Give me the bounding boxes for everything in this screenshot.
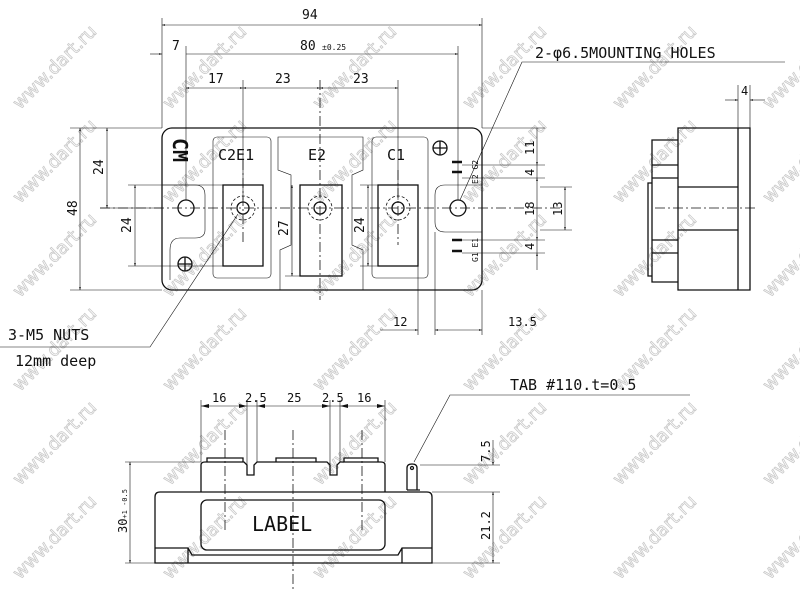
watermark-text: www.dart.ru xyxy=(759,209,800,301)
dim-16: 16 xyxy=(357,391,371,405)
watermark-text: www.dart.ru xyxy=(459,491,551,583)
callout-text: TAB #110.t=0.5 xyxy=(510,376,636,394)
watermark-text: www.dart.ru xyxy=(609,491,701,583)
dim-4: 4 xyxy=(741,84,748,98)
tab-callout: TAB #110.t=0.5 xyxy=(413,376,690,463)
dim-17: 17 xyxy=(208,72,224,87)
dim-23: 23 xyxy=(353,72,369,87)
watermark-text: www.dart.ru xyxy=(9,115,101,207)
watermark-text: www.dart.ru xyxy=(9,21,101,113)
dim-7-5: 7.5 xyxy=(479,440,493,462)
dim-30: 30+1 -0.5 xyxy=(116,489,130,533)
watermark-text: www.dart.ru xyxy=(759,115,800,207)
dim-2-5: 2.5 xyxy=(322,391,344,405)
label-text: LABEL xyxy=(252,512,312,536)
watermark-text: www.dart.ru xyxy=(159,397,251,489)
watermark-text: www.dart.ru xyxy=(759,397,800,489)
watermark-text: www.dart.ru xyxy=(459,397,551,489)
dim-18: 18 xyxy=(523,202,537,216)
watermark-text: www.dart.ru xyxy=(609,209,701,301)
terminal-nut xyxy=(307,195,333,221)
watermark-text: www.dart.ru xyxy=(309,303,401,395)
dim-21-2: 21.2 xyxy=(479,511,493,540)
dim-2-5: 2.5 xyxy=(245,391,267,405)
callout-text: 12mm deep xyxy=(15,352,96,370)
callout-text: 3-M5 NUTS xyxy=(8,326,89,344)
callout-text: 2-φ6.5MOUNTING HOLES xyxy=(535,44,716,62)
watermark-text: www.dart.ru xyxy=(309,21,401,113)
watermark-text: www.dart.ru xyxy=(609,115,701,207)
mounting-holes-callout: 2-φ6.5MOUNTING HOLES xyxy=(459,44,785,201)
nuts-callout: 3-M5 NUTS 12mm deep xyxy=(0,213,239,370)
watermark-text: www.dart.ru xyxy=(759,303,800,395)
pin-label: G1 E1 xyxy=(471,238,480,262)
dim-23: 23 xyxy=(275,72,291,87)
watermark-text: www.dart.ru xyxy=(309,491,401,583)
watermark-text: www.dart.ru xyxy=(609,397,701,489)
screw-icon xyxy=(177,256,193,272)
dim-16: 16 xyxy=(212,391,226,405)
dim-25: 25 xyxy=(287,391,301,405)
dim-24: 24 xyxy=(120,217,135,233)
watermark-text: www.dart.ru xyxy=(759,21,800,113)
dim-13-5: 13.5 xyxy=(508,315,537,329)
screw-icon xyxy=(432,140,448,156)
terminal-label: E2 xyxy=(308,146,326,164)
dim-24: 24 xyxy=(353,217,368,233)
dim-13: 13 xyxy=(551,202,565,216)
dim-4: 4 xyxy=(523,169,537,176)
dim-12: 12 xyxy=(393,315,407,329)
watermark-text: www.dart.ru xyxy=(759,491,800,583)
pin-label: E2 G2 xyxy=(471,160,480,184)
watermark-text: www.dart.ru xyxy=(9,209,101,301)
dim-27: 27 xyxy=(277,220,292,236)
terminal-label: C1 xyxy=(387,146,405,164)
dim-24: 24 xyxy=(92,159,107,175)
dim-4: 4 xyxy=(523,243,537,250)
watermark-text: www.dart.ru xyxy=(609,21,701,113)
dim-48: 48 xyxy=(66,200,81,216)
marking-cm: CM xyxy=(168,138,192,162)
dim-80: 80 xyxy=(300,39,316,54)
dim-7: 7 xyxy=(172,39,180,54)
dim-11: 11 xyxy=(523,141,537,155)
watermark-text: www.dart.ru xyxy=(159,21,251,113)
terminal-label: C2E1 xyxy=(218,146,254,164)
watermark-text: www.dart.ru xyxy=(9,491,101,583)
dim-94: 94 xyxy=(302,8,318,23)
front-view: LABEL 16 2.5 25 2.5 16 30+1 -0.5 7.5 21.… xyxy=(116,391,500,590)
watermark-text: www.dart.ru xyxy=(9,303,101,395)
watermark-text: www.dart.ru xyxy=(159,491,251,583)
watermark-text: www.dart.ru xyxy=(309,397,401,489)
top-view: CM C2E1 E2 C1 E2 G2 G1 E1 94 7 80 ±0.25 … xyxy=(66,8,572,335)
watermark-text: www.dart.ru xyxy=(9,397,101,489)
watermark-text: www.dart.ru xyxy=(159,303,251,395)
dim-80-tol: ±0.25 xyxy=(322,43,346,52)
side-view: 4 xyxy=(647,84,765,291)
